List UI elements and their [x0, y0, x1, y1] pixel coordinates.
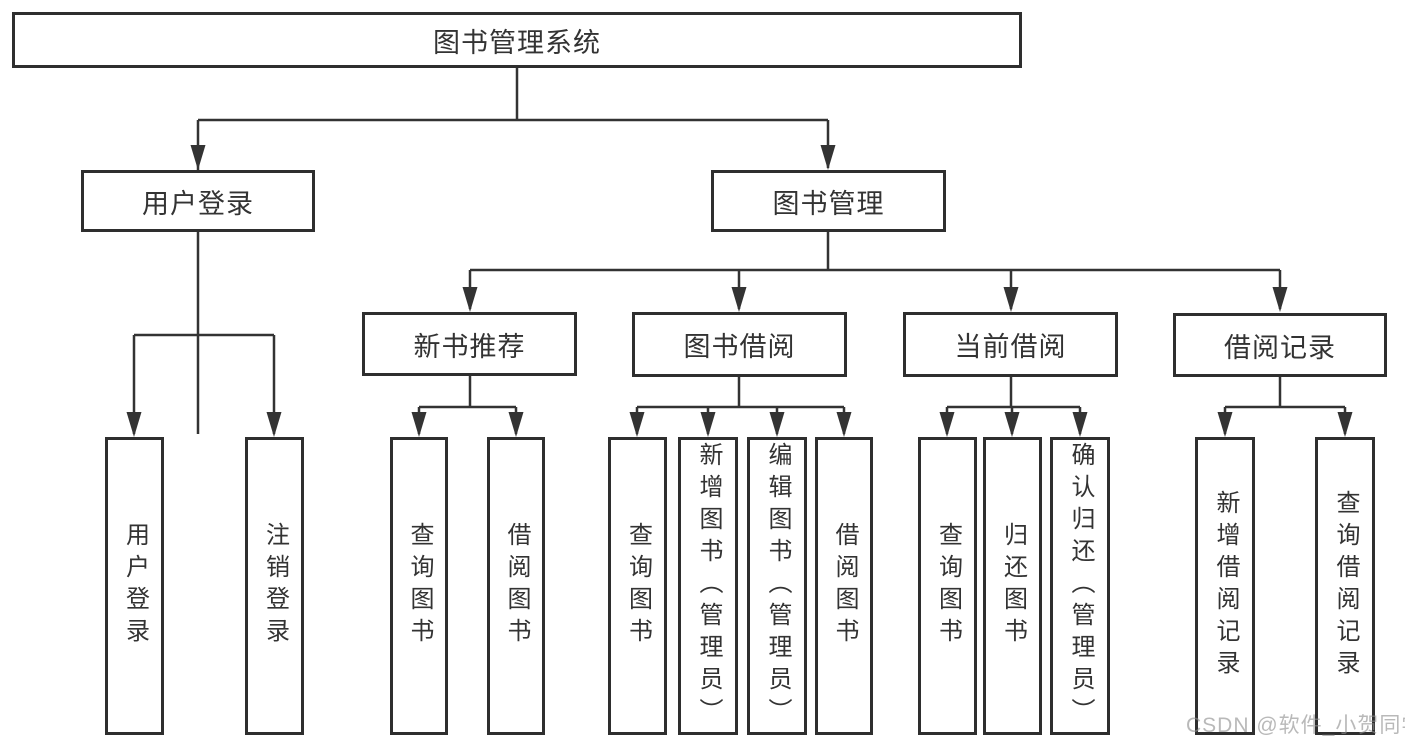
leaf-add-book-admin: 新增图书（管理员）	[678, 437, 738, 735]
node-label: 查询图书	[934, 522, 962, 650]
leaf-query-books-current: 查询图书	[918, 437, 977, 735]
leaf-add-borrow-record: 新增借阅记录	[1195, 437, 1255, 735]
node-label: 查询借阅记录	[1332, 490, 1359, 682]
leaf-edit-book-admin: 编辑图书（管理员）	[747, 437, 807, 735]
arrow-down-icon	[266, 412, 282, 437]
arrow-down-icon	[769, 412, 785, 437]
node-label: 当前借阅	[954, 332, 1067, 362]
arrow-down-icon	[820, 145, 836, 170]
node-label: 借阅图书	[503, 522, 530, 650]
arrow-down-icon	[836, 412, 852, 437]
arrow-down-icon	[700, 412, 716, 437]
leaf-query-borrow-record: 查询借阅记录	[1315, 437, 1375, 735]
arrow-down-icon	[1003, 287, 1019, 312]
node-user-login-branch: 用户登录	[81, 170, 315, 232]
node-label: 确认归还（管理员）	[1067, 442, 1094, 730]
arrow-down-icon	[462, 287, 478, 312]
node-label: 新增借阅记录	[1212, 490, 1239, 682]
leaf-return-book: 归还图书	[983, 437, 1042, 735]
arrow-down-icon	[508, 412, 524, 437]
arrow-down-icon	[1004, 412, 1020, 437]
leaf-logout: 注销登录	[245, 437, 304, 735]
node-root-system: 图书管理系统	[12, 12, 1022, 68]
node-label: 借阅图书	[831, 522, 858, 650]
node-label: 用户登录	[121, 522, 149, 650]
node-label: 图书管理系统	[433, 27, 601, 58]
arrow-down-icon	[126, 412, 142, 437]
node-current-borrowing: 当前借阅	[903, 312, 1118, 377]
node-book-borrowing: 图书借阅	[632, 312, 847, 377]
arrow-down-icon	[1217, 412, 1233, 437]
node-label: 注销登录	[261, 522, 289, 650]
arrow-down-icon	[190, 145, 206, 170]
node-label: 用户登录	[142, 188, 254, 219]
leaf-confirm-return-admin: 确认归还（管理员）	[1050, 437, 1110, 735]
node-label: 归还图书	[999, 522, 1027, 650]
arrow-down-icon	[1337, 412, 1353, 437]
node-label: 查询图书	[406, 522, 433, 650]
node-label: 新增图书（管理员）	[695, 442, 722, 730]
arrowheads	[126, 145, 1353, 437]
csdn-watermark: CSDN @软件_小贺同学	[1186, 714, 1405, 737]
node-label: 新书推荐	[413, 331, 526, 362]
arrow-down-icon	[411, 412, 427, 437]
arrow-down-icon	[1272, 287, 1288, 312]
leaf-query-books-borrowing: 查询图书	[608, 437, 667, 735]
arrow-down-icon	[1072, 412, 1088, 437]
node-label: 图书管理	[772, 188, 885, 219]
arrow-down-icon	[629, 412, 645, 437]
node-label: 编辑图书（管理员）	[764, 442, 791, 730]
arrow-down-icon	[939, 412, 955, 437]
leaf-borrow-books-borrowing: 借阅图书	[815, 437, 873, 735]
node-label: 图书借阅	[683, 332, 796, 362]
node-label: 查询图书	[624, 522, 652, 650]
node-new-book-recommend: 新书推荐	[362, 312, 577, 376]
connector-path	[132, 68, 1347, 434]
node-book-management-branch: 图书管理	[711, 170, 946, 232]
node-borrowing-records: 借阅记录	[1173, 313, 1387, 377]
node-label: 借阅记录	[1224, 332, 1336, 363]
leaf-query-books-recommend: 查询图书	[390, 437, 448, 735]
leaf-borrow-books-recommend: 借阅图书	[487, 437, 545, 735]
arrow-down-icon	[731, 287, 747, 312]
leaf-user-login: 用户登录	[105, 437, 164, 735]
